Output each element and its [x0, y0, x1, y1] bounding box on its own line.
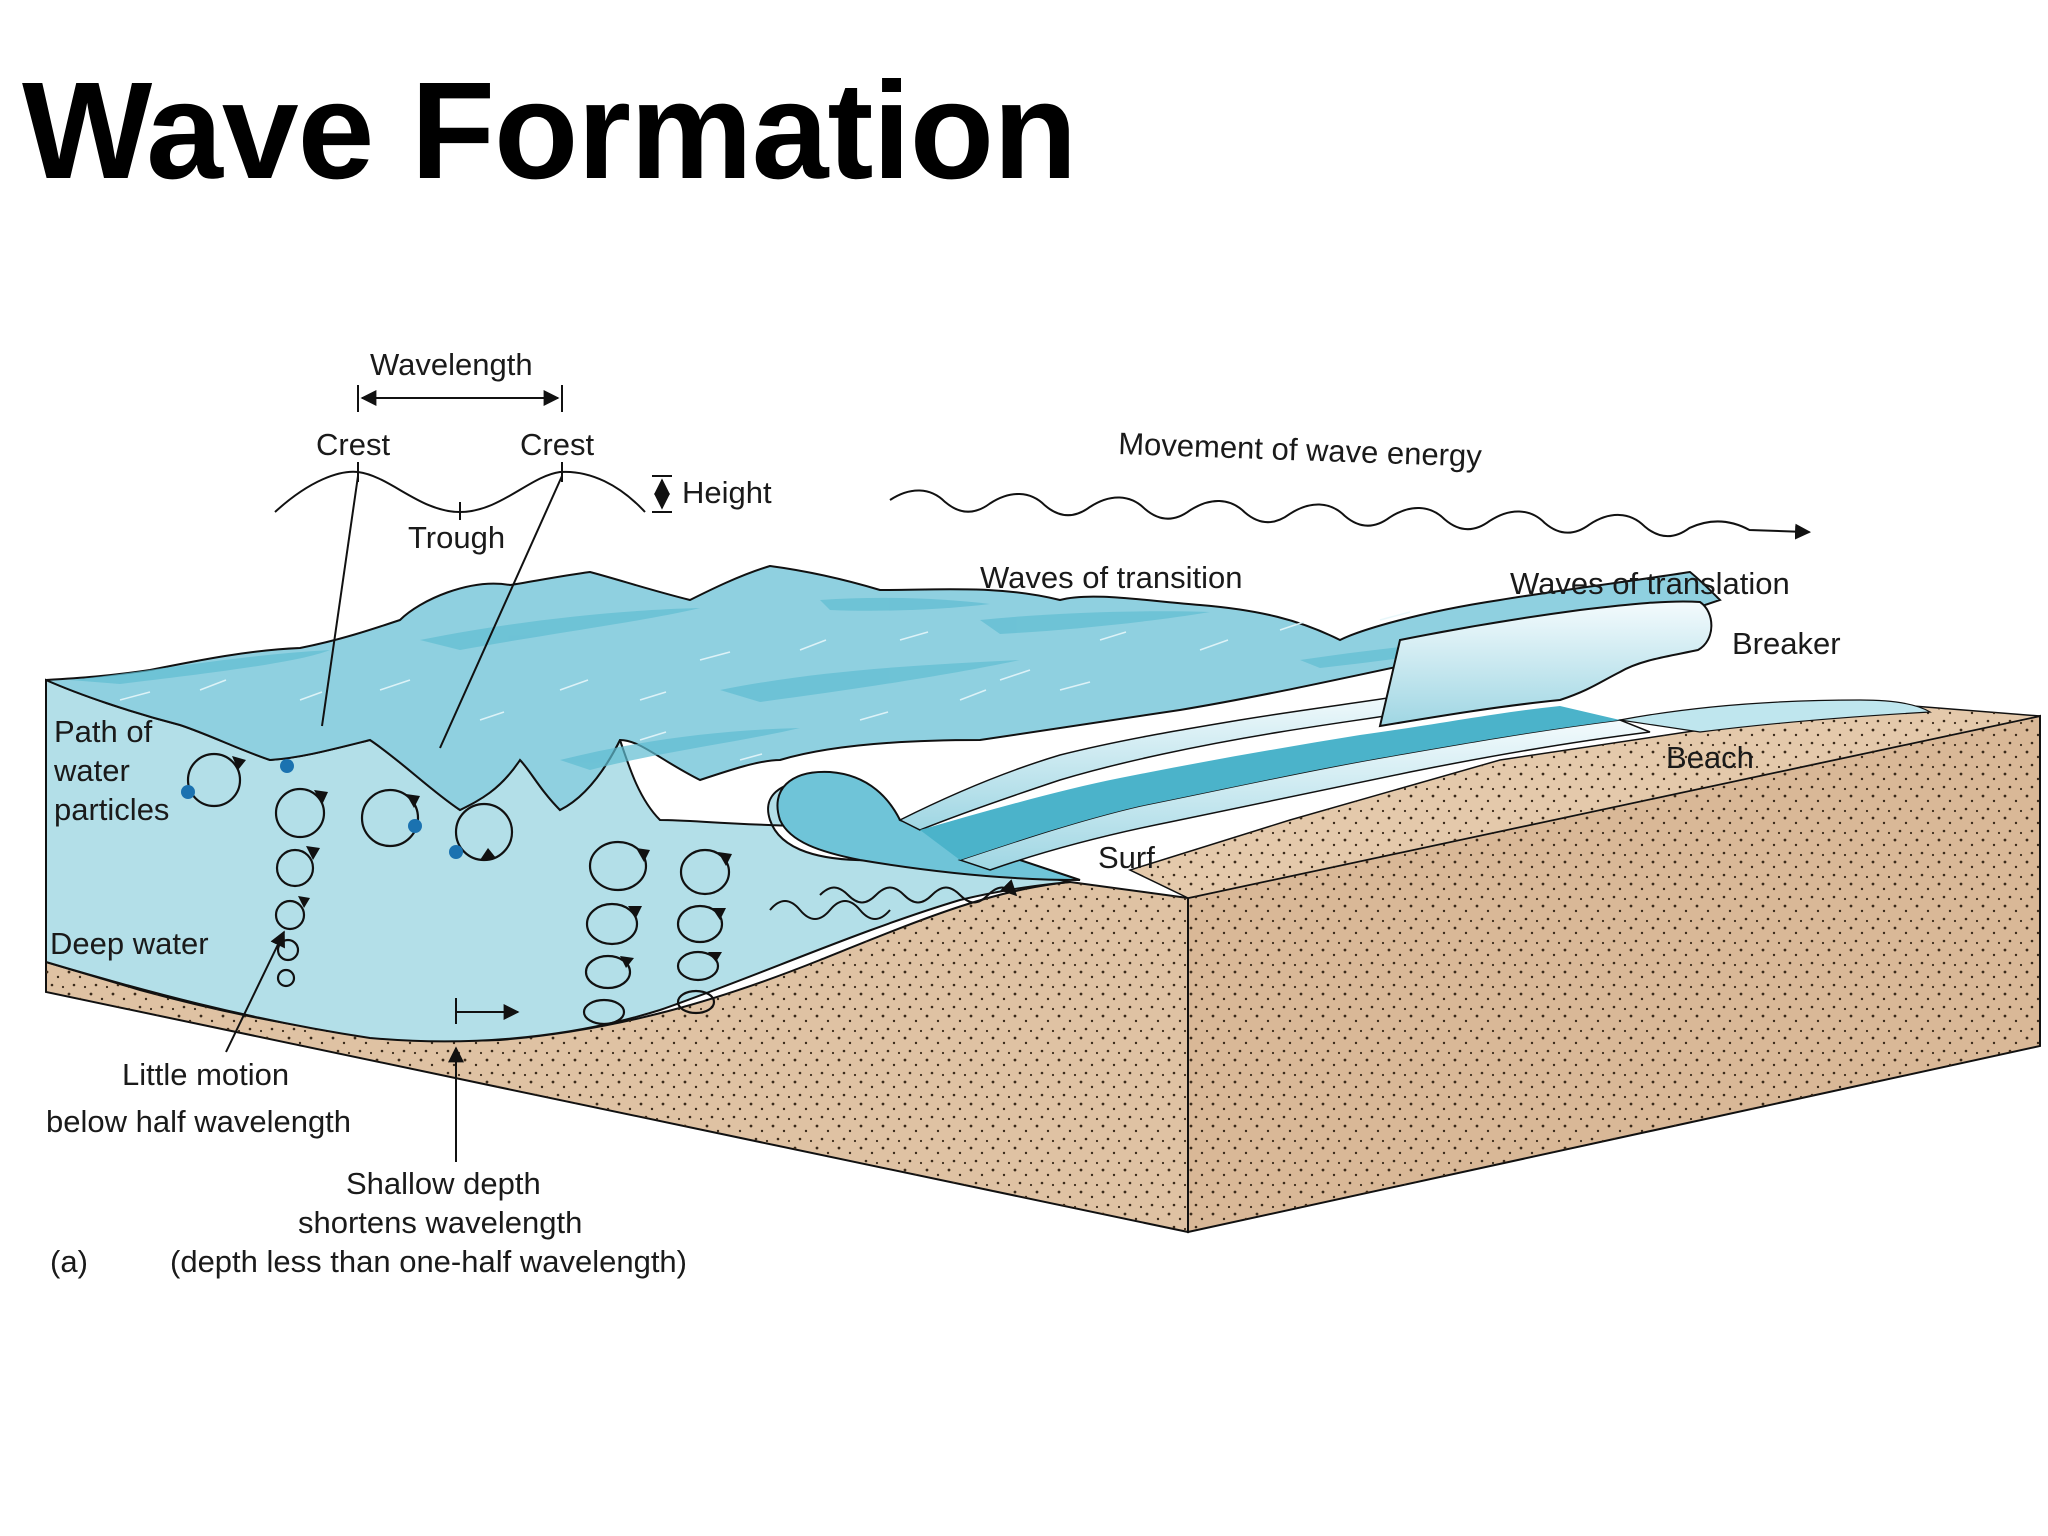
label-surf: Surf	[1098, 840, 1155, 875]
label-crest-left: Crest	[316, 427, 390, 462]
label-crest-right: Crest	[520, 427, 594, 462]
label-movement-of-wave-energy: Movement of wave energy	[1118, 426, 1483, 474]
wave-energy-arrow	[890, 490, 1810, 542]
label-beach: Beach	[1666, 740, 1754, 775]
label-waves-of-transition: Waves of transition	[980, 560, 1242, 595]
label-breaker: Breaker	[1732, 626, 1841, 661]
label-shallow-depth: Shallow depth	[346, 1166, 541, 1201]
label-panel-a: (a)	[50, 1244, 88, 1279]
label-waves-of-translation: Waves of translation	[1510, 566, 1790, 601]
label-water: water	[53, 753, 130, 788]
label-height: Height	[682, 475, 772, 510]
label-particles: particles	[54, 792, 169, 827]
label-below-half-wavelength: below half wavelength	[46, 1104, 351, 1139]
label-wavelength: Wavelength	[370, 347, 533, 382]
label-depth-less-than-half: (depth less than one-half wavelength)	[170, 1244, 687, 1279]
label-trough: Trough	[408, 520, 505, 555]
label-shortens-wavelength: shortens wavelength	[298, 1205, 582, 1240]
label-path-of: Path of	[54, 714, 153, 749]
label-little-motion: Little motion	[122, 1057, 289, 1092]
label-deep-water: Deep water	[50, 926, 209, 961]
